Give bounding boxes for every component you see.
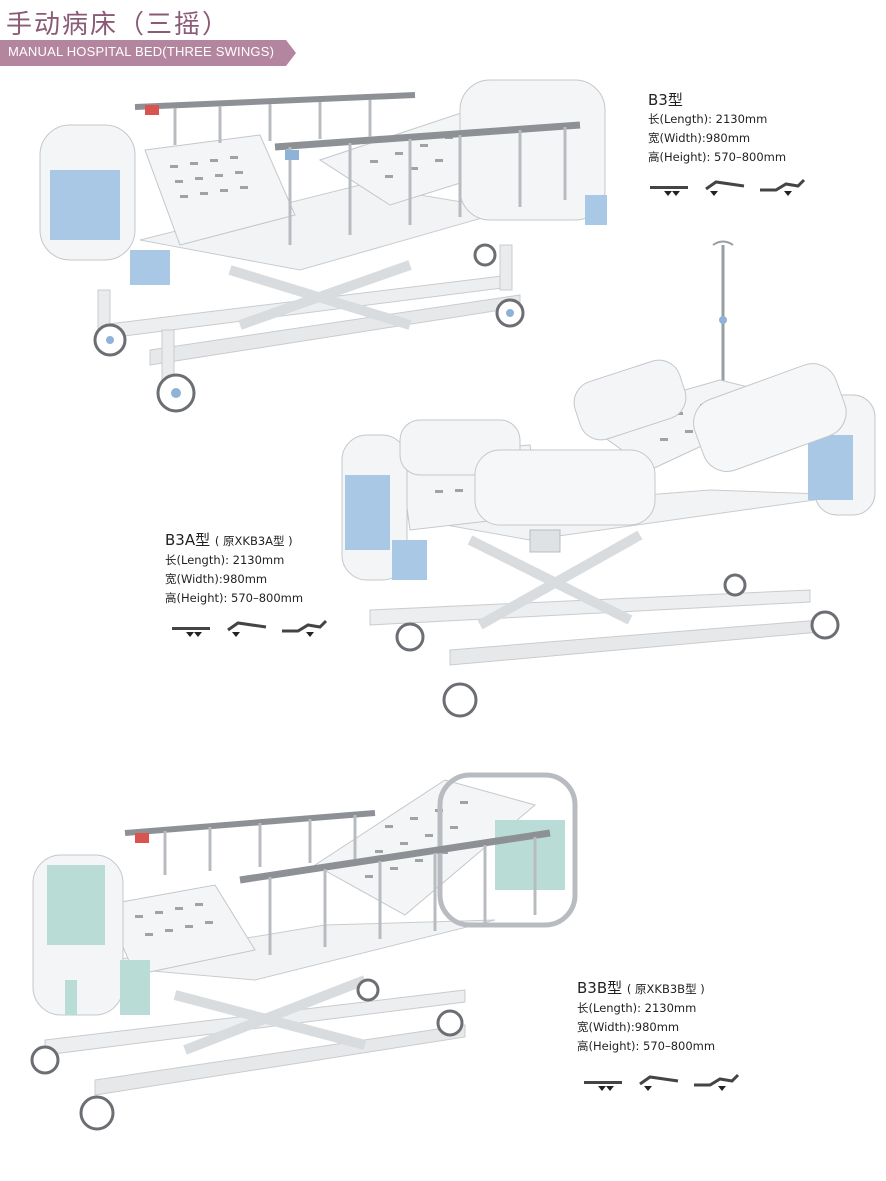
spec-width: 宽(Width):980mm: [648, 131, 751, 145]
flat-position-icon: [650, 186, 688, 196]
model-name: B3B型: [577, 979, 623, 997]
flat-position-icon: [172, 627, 210, 637]
model-name: B3型: [648, 91, 683, 109]
spec-block-b3: B3型 长(Length): 2130mm 宽(Width):980mm 高(H…: [648, 90, 786, 167]
bed-image-b3: [39, 79, 607, 413]
back-raise-icon: [639, 1075, 679, 1091]
page-title: 手动病床（三摇）: [6, 10, 231, 40]
spec-height: 高(Height): 570–800mm: [165, 591, 304, 605]
knee-raise-icon: [760, 178, 806, 196]
spec-length: 长(Length): 2130mm: [648, 112, 768, 126]
spec-width: 宽(Width):980mm: [165, 572, 268, 586]
spec-width: 宽(Width):980mm: [577, 1020, 680, 1034]
spec-block-b3b: B3B型 ( 原XKB3B型 ) 长(Length): 2130mm 宽(Wid…: [577, 978, 715, 1056]
spec-block-b3a: B3A型 ( 原XKB3A型 ) 长(Length): 2130mm 宽(Wid…: [165, 530, 303, 608]
knee-raise-icon: [694, 1073, 740, 1091]
bed-image-b3b: [30, 772, 578, 1131]
model-alias: ( 原XKB3A型 ): [214, 534, 293, 548]
position-icons-b3a: [172, 619, 328, 637]
knee-raise-icon: [282, 619, 328, 637]
back-raise-icon: [705, 180, 745, 196]
model-name: B3A型: [165, 531, 211, 549]
page-subtitle: MANUAL HOSPITAL BED(THREE SWINGS): [8, 44, 275, 59]
title-banner: [0, 40, 296, 66]
position-icons-b3: [650, 178, 806, 196]
spec-height: 高(Height): 570–800mm: [648, 150, 787, 164]
position-icons-b3b: [584, 1073, 740, 1091]
spec-height: 高(Height): 570–800mm: [577, 1039, 716, 1053]
model-alias: ( 原XKB3B型 ): [626, 982, 705, 996]
back-raise-icon: [227, 621, 267, 637]
spec-length: 长(Length): 2130mm: [577, 1001, 697, 1015]
spec-length: 长(Length): 2130mm: [165, 553, 285, 567]
bed-image-b3a: [341, 240, 876, 718]
flat-position-icon: [584, 1081, 622, 1091]
